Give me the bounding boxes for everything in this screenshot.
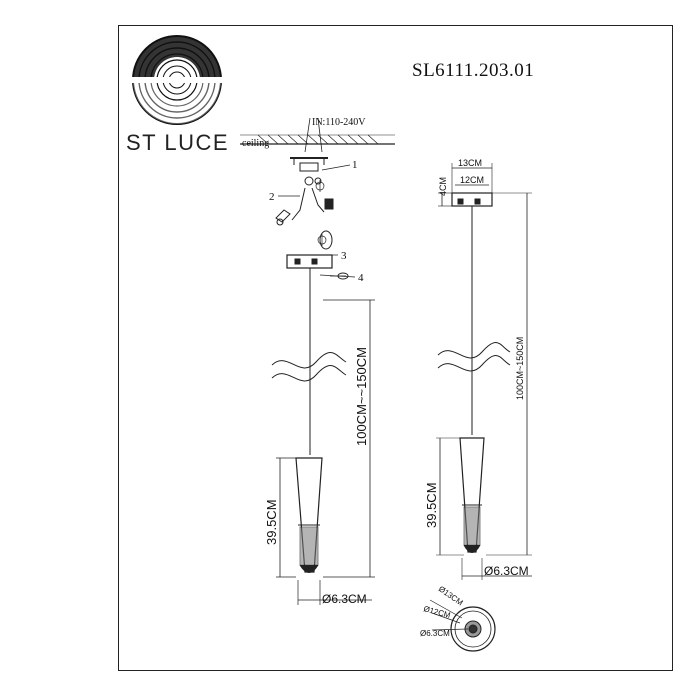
voltage-label: IN:110-240V xyxy=(312,117,366,128)
model-code: SL6111.203.01 xyxy=(412,60,535,81)
shade-diameter-left: Ø6.3CM xyxy=(322,592,367,606)
callout-4: 4 xyxy=(358,272,364,284)
bottom-d63-label: Ø6.3CM xyxy=(420,629,450,638)
shade-height-left: 39.5CM xyxy=(264,499,279,545)
ceiling-label: ceiling xyxy=(242,138,269,149)
brand-name: ST LUCE xyxy=(126,130,230,155)
bottom-view xyxy=(429,599,496,652)
callout-2: 2 xyxy=(269,191,275,203)
bottom-d12-label: Ø12CM xyxy=(422,604,451,620)
canopy-left xyxy=(286,254,349,280)
canopy-height-label: 4CM xyxy=(438,177,448,196)
canopy-width-label: 13CM xyxy=(458,158,482,168)
shade-left xyxy=(295,457,323,573)
canopy-inner-width-label: 12CM xyxy=(460,175,484,185)
drawing-frame xyxy=(118,25,673,671)
st-luce-logo-mark xyxy=(130,35,225,125)
cord-length-label: 100CM~~150CM xyxy=(354,347,369,446)
shade-height-right: 39.5CM xyxy=(424,482,439,528)
canopy-right xyxy=(451,192,493,207)
callout-3: 3 xyxy=(341,250,347,262)
cord-length-side-label: 100CM~150CM xyxy=(515,337,525,400)
bottom-d13-label: Ø13CM xyxy=(437,584,465,607)
ceiling-hatch xyxy=(240,134,395,145)
shade-right xyxy=(459,437,485,553)
callout-1: 1 xyxy=(352,159,358,171)
mounting-bracket xyxy=(275,157,334,250)
shade-diameter-right: Ø6.3CM xyxy=(484,564,529,578)
